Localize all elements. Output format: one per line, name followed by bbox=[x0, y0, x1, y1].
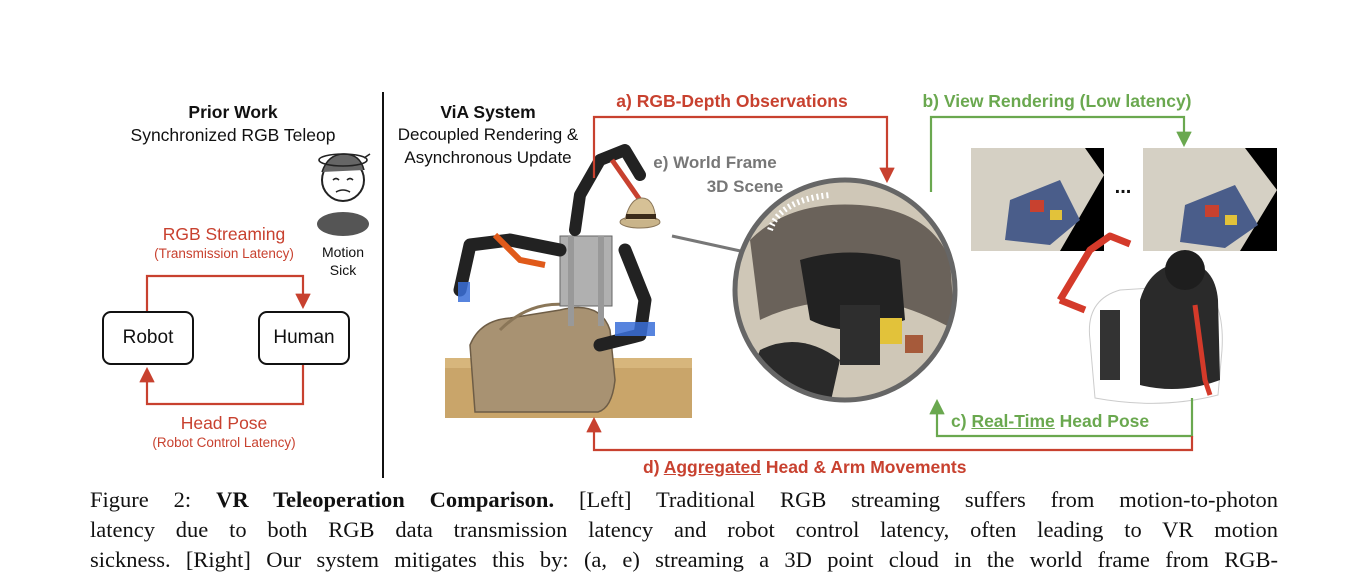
head-pose-arrow bbox=[139, 364, 305, 406]
panel-divider bbox=[382, 92, 384, 478]
left-panel-subtitle: Synchronized RGB Teleop bbox=[130, 125, 336, 145]
label-c-underline: Real-Time bbox=[971, 411, 1055, 431]
caption-line-1-rest: [Left] Traditional RGB streaming suffers… bbox=[554, 487, 1279, 512]
motion-label: Motion bbox=[321, 244, 365, 260]
label-e-line2: 3D Scene bbox=[706, 177, 784, 196]
transmission-latency-label: (Transmission Latency) bbox=[154, 246, 294, 261]
label-b: b) View Rendering (Low latency) bbox=[922, 91, 1192, 111]
caption-line-1: Figure 2: VR Teleoperation Comparison. [… bbox=[90, 485, 1278, 515]
head-pose-label: Head Pose bbox=[180, 413, 268, 433]
robot-control-latency-label: (Robot Control Latency) bbox=[152, 435, 296, 450]
label-d: d) Aggregated Head & Arm Movements bbox=[643, 457, 966, 478]
label-c-suffix: Head Pose bbox=[1054, 411, 1150, 431]
sick-label: Sick bbox=[329, 262, 357, 278]
label-a: a) RGB-Depth Observations bbox=[616, 91, 848, 111]
right-panel-subtitle-1: Decoupled Rendering & bbox=[397, 125, 579, 144]
label-e-line1: e) World Frame bbox=[653, 153, 777, 172]
robot-arm-photo bbox=[445, 144, 692, 418]
rgb-stream-arrow bbox=[145, 274, 311, 312]
vr-operator-photo bbox=[1056, 232, 1223, 404]
arrow-c bbox=[929, 398, 1194, 438]
label-c: c) Real-Time Head Pose bbox=[951, 411, 1149, 432]
caption-line-3: sickness. [Right] Our system mitigates t… bbox=[90, 547, 1278, 572]
caption-title: VR Teleoperation Comparison. bbox=[216, 487, 555, 512]
arrow-b bbox=[929, 115, 1192, 192]
ellipsis-label: ... bbox=[1114, 176, 1132, 198]
label-d-prefix: d) bbox=[643, 457, 664, 477]
label-d-suffix: Head & Arm Movements bbox=[760, 457, 967, 477]
caption-line-2: latency due to both RGB data transmissio… bbox=[90, 517, 1278, 542]
right-panel-subtitle-2: Asynchronous Update bbox=[404, 148, 572, 167]
label-c-prefix: c) bbox=[951, 411, 972, 431]
point-cloud-view bbox=[732, 177, 958, 403]
dizzy-face-icon bbox=[317, 153, 371, 236]
label-d-underline: Aggregated bbox=[663, 457, 761, 477]
right-panel-title: ViA System bbox=[440, 102, 536, 122]
rgb-streaming-label: RGB Streaming bbox=[162, 224, 286, 244]
human-box: Human bbox=[258, 311, 350, 365]
zoom-connector bbox=[671, 234, 746, 254]
left-panel-title: Prior Work bbox=[188, 102, 278, 122]
arrow-d bbox=[586, 416, 1194, 452]
robot-box: Robot bbox=[102, 311, 194, 365]
rendered-view bbox=[971, 148, 1277, 251]
arrow-a bbox=[592, 115, 895, 184]
caption-prefix: Figure 2: bbox=[90, 487, 217, 512]
